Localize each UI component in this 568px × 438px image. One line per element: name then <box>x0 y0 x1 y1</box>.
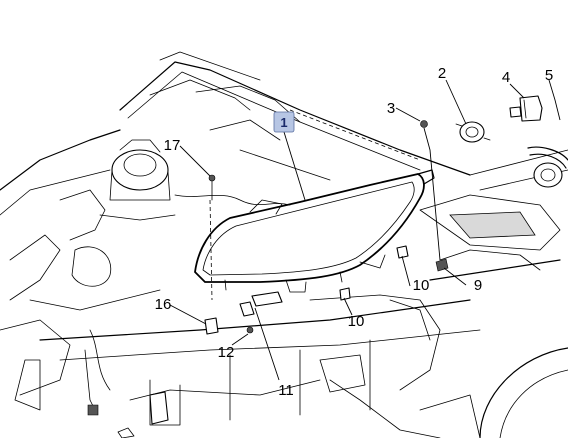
callouts: 1 2 3 4 5 9 10 10 11 12 16 17 <box>155 65 554 399</box>
callout-12: 12 <box>218 344 235 361</box>
part-11-12-brackets <box>239 291 283 334</box>
callout-4: 4 <box>502 69 510 86</box>
part-4-bulb <box>509 95 543 122</box>
part-5-socket-harness <box>527 146 568 188</box>
callout-1-highlight <box>273 111 295 133</box>
part-17-stud <box>208 174 216 201</box>
callout-3: 3 <box>387 100 395 117</box>
callout-10-upper: 10 <box>413 277 430 294</box>
part-16-clip <box>204 317 219 335</box>
headlamp-assembly <box>194 169 435 293</box>
part-10-nuts <box>339 245 409 301</box>
callout-10-lower: 10 <box>348 313 365 330</box>
callout-5: 5 <box>545 67 553 84</box>
callout-1: 1 <box>280 115 287 130</box>
callout-9: 9 <box>474 277 482 294</box>
vehicle-body-linework <box>0 51 568 438</box>
part-2-bulb-cover <box>455 121 491 143</box>
callout-2: 2 <box>438 65 446 82</box>
leader-lines <box>169 79 561 381</box>
part-3-bolt <box>420 120 441 261</box>
callout-17: 17 <box>164 137 181 154</box>
callout-11: 11 <box>278 382 294 399</box>
callout-16: 16 <box>155 296 172 313</box>
part-9-fastener <box>435 258 449 272</box>
